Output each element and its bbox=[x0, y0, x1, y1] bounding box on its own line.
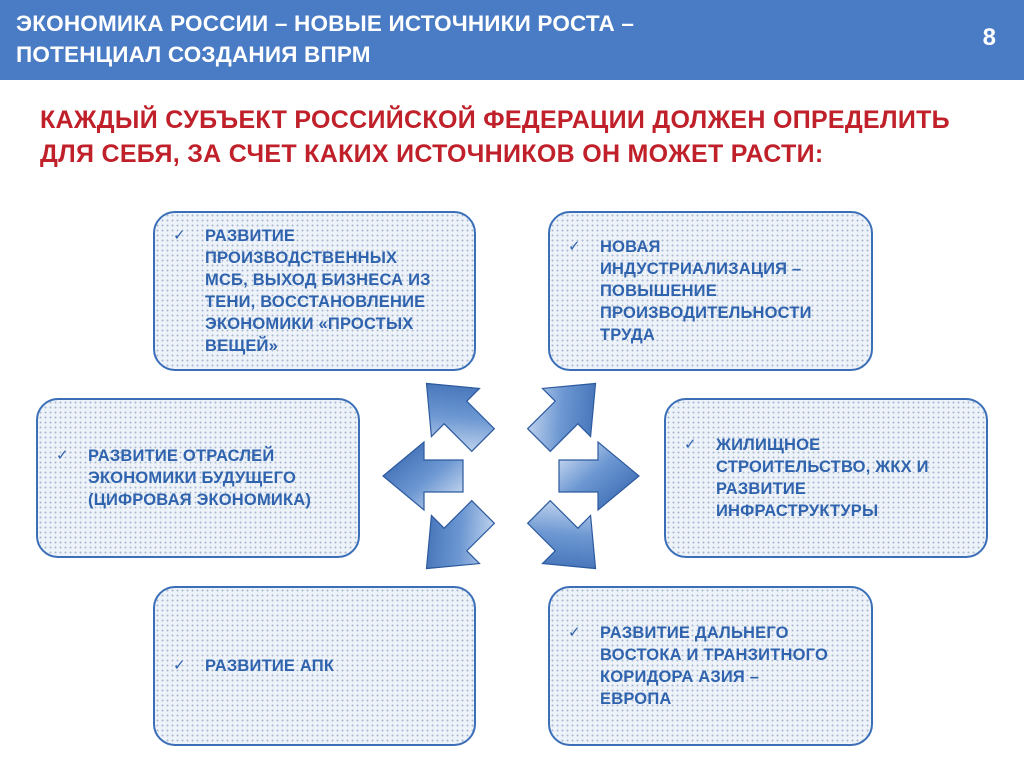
subtitle-line-2: ДЛЯ СЕБЯ, ЗА СЧЕТ КАКИХ ИСТОЧНИКОВ ОН МО… bbox=[40, 140, 824, 168]
card-text: ЖИЛИЩНОЕ СТРОИТЕЛЬСТВО, ЖКХ И РАЗВИТИЕ И… bbox=[716, 434, 929, 522]
title-bar: ЭКОНОМИКА РОССИИ – НОВЫЕ ИСТОЧНИКИ РОСТА… bbox=[0, 0, 1024, 80]
card-text-line: ПРОИЗВОДИТЕЛЬНОСТИ bbox=[600, 304, 812, 322]
card-text-line: РАЗВИТИЕ ДАЛЬНЕГО bbox=[600, 624, 789, 642]
card-housing-infrastructure: ✓ ЖИЛИЩНОЕ СТРОИТЕЛЬСТВО, ЖКХ И РАЗВИТИЕ… bbox=[664, 398, 988, 558]
radial-arrows-diagram bbox=[382, 382, 640, 570]
arrow-outward-icon bbox=[558, 440, 640, 512]
card-text-line: РАЗВИТИЕ АПК bbox=[205, 657, 335, 675]
card-text-line: ВЕЩЕЙ» bbox=[205, 337, 278, 355]
card-text: НОВАЯ ИНДУСТРИАЛИЗАЦИЯ – ПОВЫШЕНИЕ ПРОИЗ… bbox=[600, 236, 812, 346]
subtitle-line-1: КАЖДЫЙ СУБЪЕКТ РОССИЙСКОЙ ФЕДЕРАЦИИ ДОЛЖ… bbox=[40, 106, 950, 134]
card-text-line: ПОВЫШЕНИЕ bbox=[600, 282, 717, 300]
card-text-line: (ЦИФРОВАЯ ЭКОНОМИКА) bbox=[88, 491, 312, 509]
slide-subtitle: КАЖДЫЙ СУБЪЕКТ РОССИЙСКОЙ ФЕДЕРАЦИИ ДОЛЖ… bbox=[40, 103, 1000, 171]
card-text-line: РАЗВИТИЕ ОТРАСЛЕЙ bbox=[88, 447, 275, 465]
check-mark-icon: ✓ bbox=[173, 227, 186, 244]
slide-title-line-1: ЭКОНОМИКА РОССИИ – НОВЫЕ ИСТОЧНИКИ РОСТА… bbox=[16, 11, 635, 36]
card-future-economy: ✓ РАЗВИТИЕ ОТРАСЛЕЙ ЭКОНОМИКИ БУДУЩЕГО (… bbox=[36, 398, 360, 558]
card-text-line: РАЗВИТИЕ bbox=[205, 227, 296, 245]
card-text: РАЗВИТИЕ ПРОИЗВОДСТВЕННЫХ МСБ, ВЫХОД БИЗ… bbox=[205, 225, 431, 357]
check-mark-icon: ✓ bbox=[56, 447, 69, 464]
check-mark-icon: ✓ bbox=[568, 238, 581, 255]
arrow-outward-icon bbox=[526, 499, 597, 570]
page-number: 8 bbox=[982, 24, 996, 51]
card-text-line: ЖИЛИЩНОЕ bbox=[716, 436, 821, 454]
card-far-east-corridor: ✓ РАЗВИТИЕ ДАЛЬНЕГО ВОСТОКА И ТРАНЗИТНОГ… bbox=[548, 586, 873, 746]
card-text: РАЗВИТИЕ ОТРАСЛЕЙ ЭКОНОМИКИ БУДУЩЕГО (ЦИ… bbox=[88, 445, 311, 511]
card-sme-development: ✓ РАЗВИТИЕ ПРОИЗВОДСТВЕННЫХ МСБ, ВЫХОД Б… bbox=[153, 211, 476, 371]
card-text-line: ЕВРОПА bbox=[600, 690, 672, 708]
card-text-line: НОВАЯ bbox=[600, 238, 661, 256]
card-text-line: РАЗВИТИЕ bbox=[716, 480, 807, 498]
card-text-line: ВОСТОКА И ТРАНЗИТНОГО bbox=[600, 646, 829, 664]
arrow-outward-icon bbox=[425, 499, 496, 570]
card-text-line: ЭКОНОМИКИ «ПРОСТЫХ bbox=[205, 315, 414, 333]
card-text-line: КОРИДОРА АЗИЯ – bbox=[600, 668, 760, 686]
card-new-industrialization: ✓ НОВАЯ ИНДУСТРИАЛИЗАЦИЯ – ПОВЫШЕНИЕ ПРО… bbox=[548, 211, 873, 371]
check-mark-icon: ✓ bbox=[684, 436, 697, 453]
card-text-line: ЭКОНОМИКИ БУДУЩЕГО bbox=[88, 469, 296, 487]
card-text-line: МСБ, ВЫХОД БИЗНЕСА ИЗ bbox=[205, 271, 431, 289]
arrow-outward-icon bbox=[526, 382, 597, 453]
card-text-line: ИНДУСТРИАЛИЗАЦИЯ – bbox=[600, 260, 802, 278]
card-text-line: ПРОИЗВОДСТВЕННЫХ bbox=[205, 249, 398, 267]
card-agro-development: ✓ РАЗВИТИЕ АПК bbox=[153, 586, 476, 746]
card-text-line: ТРУДА bbox=[600, 326, 655, 344]
card-text-line: СТРОИТЕЛЬСТВО, ЖКХ И bbox=[716, 458, 929, 476]
arrow-outward-icon bbox=[382, 440, 464, 512]
check-mark-icon: ✓ bbox=[568, 624, 581, 641]
card-text-line: ИНФРАСТРУКТУРЫ bbox=[716, 502, 879, 520]
card-text: РАЗВИТИЕ АПК bbox=[205, 655, 334, 677]
check-mark-icon: ✓ bbox=[173, 657, 186, 674]
card-text-line: ТЕНИ, ВОССТАНОВЛЕНИЕ bbox=[205, 293, 426, 311]
card-text: РАЗВИТИЕ ДАЛЬНЕГО ВОСТОКА И ТРАНЗИТНОГО … bbox=[600, 622, 828, 710]
slide-title: ЭКОНОМИКА РОССИИ – НОВЫЕ ИСТОЧНИКИ РОСТА… bbox=[16, 8, 916, 70]
slide-title-line-2: ПОТЕНЦИАЛ СОЗДАНИЯ ВПРМ bbox=[16, 42, 371, 67]
arrow-outward-icon bbox=[425, 382, 496, 453]
